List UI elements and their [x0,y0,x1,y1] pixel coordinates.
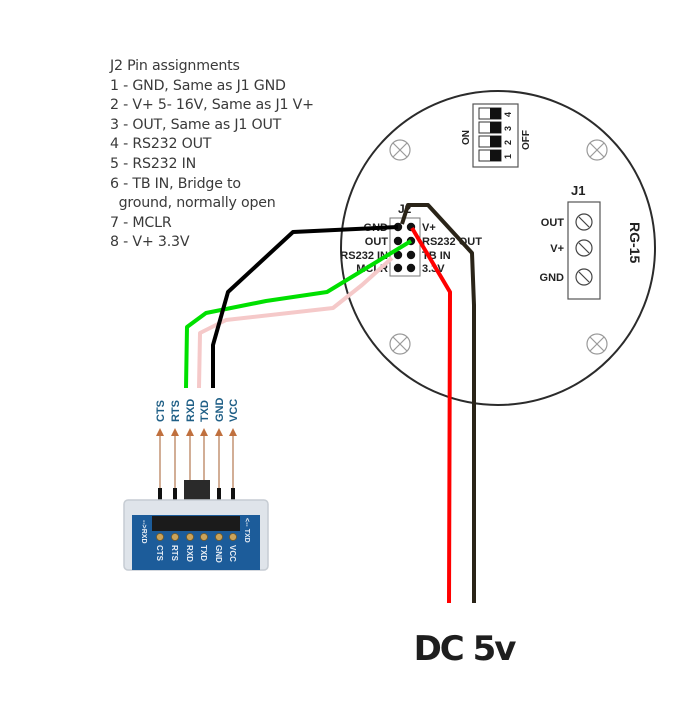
silk-label-txd: TXD [199,545,208,561]
silk-txd-arrow: <-- TXD [243,518,250,543]
wire-green-rxd [184,239,413,389]
dip-number-2: 2 [503,140,513,145]
pin-note-line: 7 - MCLR [110,214,172,231]
usb-pin-label-vcc: VCC [228,399,240,422]
pin-note-line: 1 - GND, Same as J1 GND [110,77,286,94]
pin-notes-title: J2 Pin assignments [110,58,240,74]
dip-switch-3[interactable] [478,121,502,134]
usb-pin-label-rts: RTS [170,400,182,422]
mounting-screw-icon [586,139,608,161]
dip-switch-1[interactable] [478,149,502,162]
j1-pin-gnd: GND [540,272,565,284]
j2-right-label-vplus: V+ [422,222,436,234]
silk-label-rxd: RXD [185,545,194,562]
silk-rxd-arrow: -->RXD [140,520,147,544]
silk-label-vcc: VCC [228,545,237,562]
board-outline [340,90,656,406]
silk-label-cts: CTS [155,545,164,562]
dip-number-3: 3 [503,126,513,131]
j1-screw-vplus-icon [575,239,593,257]
j1-pin-out: OUT [541,217,565,229]
usb-pin-label-gnd: GND [214,398,226,423]
wire-pink-txd [197,256,394,389]
solder-pads [156,533,237,541]
dip-off-label: OFF [521,130,532,150]
pin-assignment-notes: J2 Pin assignments 1 - GND, Same as J1 G… [110,57,314,253]
mounting-screw-icon [586,333,608,355]
j2-left-label-rs232-in: RS232 IN [340,250,388,262]
usb-serial-adapter: CTS RTS RXD TXD GND VCC CTS RTS RXD TXD … [123,398,269,571]
mounting-screw-icon [389,333,411,355]
j2-left-label-out: OUT [365,236,389,248]
header-housing [152,516,240,531]
silk-label-gnd: GND [214,545,223,563]
dip-number-1: 1 [503,154,513,159]
pin-note-line: 6 - TB IN, Bridge to [110,175,241,192]
dip-number-4: 4 [503,112,513,117]
usb-pin-label-cts: CTS [155,400,167,422]
board-model-label: RG-15 [627,222,643,263]
pin-note-line: 5 - RS232 IN [110,155,197,172]
silk-label-rts: RTS [170,545,179,562]
wire-black-gnd [211,225,399,388]
j2-right-label-rs232-out: RS232 OUT [422,236,482,248]
pin-note-line: 3 - OUT, Same as J1 OUT [110,116,282,133]
j2-left-label-mclr: MCLR [356,263,388,275]
j1-screw-gnd-icon [575,268,593,286]
usb-pin-label-rxd: RXD [185,399,197,422]
dip-switch: 1 2 3 4 ON OFF [461,103,532,168]
j1-terminal-block: J1 OUT V+ GND [540,183,601,300]
j1-pin-vplus: V+ [550,243,564,255]
dip-on-label: ON [461,130,472,145]
pin-note-line: 8 - V+ 3.3V [110,234,190,251]
dip-switch-4[interactable] [478,107,502,120]
header-pins [158,488,235,508]
mounting-screw-icon [389,139,411,161]
wire-dark-brown-gnd [400,203,476,603]
pin-note-line: 4 - RS232 OUT [110,136,212,153]
dip-switch-2[interactable] [478,135,502,148]
wire-red-vplus [410,226,452,604]
power-supply-label: DC 5v [414,629,517,669]
pin-note-line: 2 - V+ 5- 16V, Same as J1 V+ [110,97,314,114]
usb-pin-label-txd: TXD [199,400,211,422]
j1-label: J1 [571,183,585,198]
j1-screw-out-icon [575,213,593,231]
pin-note-line: ground, normally open [110,195,276,212]
